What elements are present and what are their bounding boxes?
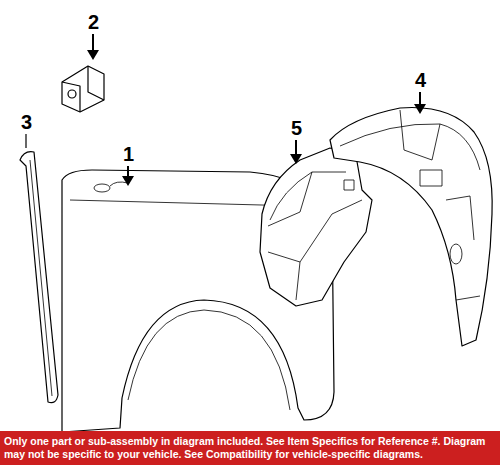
seal-strip	[20, 152, 58, 403]
callout-number: 2	[87, 12, 100, 32]
callout-number: 5	[290, 118, 303, 138]
notice-band: Only one part or sub-assembly in diagram…	[0, 431, 500, 465]
callout-number: 1	[122, 144, 135, 164]
notice-text: Only one part or sub-assembly in diagram…	[4, 435, 496, 461]
callout-number: 3	[20, 112, 33, 132]
bracket	[62, 66, 104, 112]
callout-number: 4	[414, 70, 427, 90]
splash-shield	[260, 148, 372, 306]
fender-liner	[330, 108, 492, 347]
